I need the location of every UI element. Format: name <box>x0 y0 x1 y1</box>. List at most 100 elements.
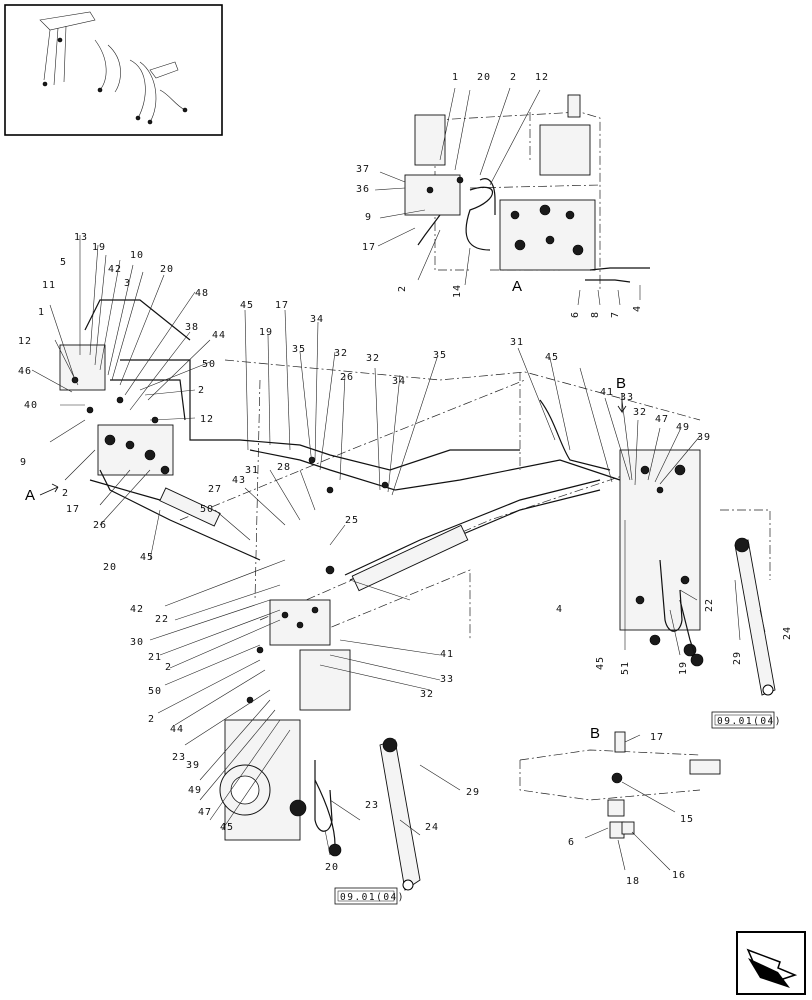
callout-31: 31 <box>510 337 524 348</box>
callout-21: 21 <box>148 652 162 663</box>
callout-32: 32 <box>366 353 380 364</box>
callout-4: 4 <box>632 305 643 312</box>
callout-29: 29 <box>732 651 743 665</box>
callout-23: 23 <box>172 752 186 763</box>
callout-38: 38 <box>185 322 199 333</box>
callout-1: 1 <box>452 72 459 83</box>
callout-40: 40 <box>24 400 38 411</box>
callout-6: 6 <box>570 311 581 318</box>
callout-32: 32 <box>420 689 434 700</box>
reference-box-bottom: 09.01(04) <box>334 887 405 905</box>
callout-51: 51 <box>620 661 631 675</box>
callout-20: 20 <box>325 862 339 873</box>
callout-2: 2 <box>510 72 517 83</box>
callout-3: 3 <box>124 278 131 289</box>
thumbnail-inset <box>4 4 223 136</box>
callout-45: 45 <box>220 822 234 833</box>
detail-a: 1 20 2 12 37 36 9 17 2 14 6 8 7 4 A <box>356 72 650 318</box>
next-page-arrow-icon[interactable] <box>736 931 806 995</box>
callout-50: 50 <box>148 686 162 697</box>
callout-11: 11 <box>42 280 56 291</box>
callout-23: 23 <box>365 800 379 811</box>
callout-48: 48 <box>195 288 209 299</box>
callout-17: 17 <box>650 732 664 743</box>
callout-15: 15 <box>680 814 694 825</box>
callout-27: 27 <box>208 484 222 495</box>
callout-13: 13 <box>74 232 88 243</box>
callout-26: 26 <box>93 520 107 531</box>
callout-2: 2 <box>62 488 69 499</box>
main-assembly: 13 19 10 5 42 3 20 11 48 1 38 12 44 46 5… <box>18 232 793 905</box>
callout-45: 45 <box>240 300 254 311</box>
callout-17: 17 <box>66 504 80 515</box>
callout-34: 34 <box>392 376 406 387</box>
callout-9: 9 <box>20 457 27 468</box>
callout-1: 1 <box>38 307 45 318</box>
callout-20: 20 <box>477 72 491 83</box>
view-label-b-arrow: B <box>616 375 626 392</box>
callout-35: 35 <box>433 350 447 361</box>
callout-2: 2 <box>165 662 172 673</box>
callout-4: 4 <box>556 604 563 615</box>
callout-24: 24 <box>782 626 793 640</box>
callout-25: 25 <box>345 515 359 526</box>
view-label-b-detail: B <box>590 725 600 742</box>
reference-box-right: 09.01(04) <box>711 711 782 729</box>
callout-19: 19 <box>678 661 689 675</box>
callout-9: 9 <box>365 212 372 223</box>
callout-39: 39 <box>186 760 200 771</box>
callout-10: 10 <box>130 250 144 261</box>
callout-28: 28 <box>277 462 291 473</box>
callout-8: 8 <box>590 311 601 318</box>
detail-b: B 17 15 6 16 18 <box>519 725 721 887</box>
callout-46: 46 <box>18 366 32 377</box>
callout-32: 32 <box>334 348 348 359</box>
callout-16: 16 <box>672 870 686 881</box>
callout-2: 2 <box>148 714 155 725</box>
callout-7: 7 <box>610 311 621 318</box>
callout-45: 45 <box>140 552 154 563</box>
callout-22: 22 <box>704 598 715 612</box>
reference-bottom: 09.01(04) <box>340 892 405 903</box>
callout-26: 26 <box>340 372 354 383</box>
callout-22: 22 <box>155 614 169 625</box>
callout-12: 12 <box>535 72 549 83</box>
callout-32: 32 <box>633 407 647 418</box>
callout-14: 14 <box>452 284 463 298</box>
callout-41: 41 <box>440 649 454 660</box>
callout-44: 44 <box>212 330 226 341</box>
callout-20: 20 <box>160 264 174 275</box>
callout-47: 47 <box>198 807 212 818</box>
callout-34: 34 <box>310 314 324 325</box>
callout-17: 17 <box>275 300 289 311</box>
callout-37: 37 <box>356 164 370 175</box>
callout-42: 42 <box>108 264 122 275</box>
callout-6: 6 <box>568 837 575 848</box>
callout-45: 45 <box>595 656 606 670</box>
callout-19: 19 <box>259 327 273 338</box>
callout-30: 30 <box>130 637 144 648</box>
callout-50: 50 <box>200 504 214 515</box>
callout-50: 50 <box>202 359 216 370</box>
callout-2: 2 <box>198 385 205 396</box>
callout-42: 42 <box>130 604 144 615</box>
callout-33: 33 <box>440 674 454 685</box>
callout-17: 17 <box>362 242 376 253</box>
callout-19: 19 <box>92 242 106 253</box>
callout-39: 39 <box>697 432 711 443</box>
view-label-a-detail: A <box>512 278 522 295</box>
callout-35: 35 <box>292 344 306 355</box>
callout-36: 36 <box>356 184 370 195</box>
callout-29: 29 <box>466 787 480 798</box>
reference-right: 09.01(04) <box>717 716 782 727</box>
callout-31: 31 <box>245 465 259 476</box>
callout-45: 45 <box>545 352 559 363</box>
view-label-a-arrow: A <box>25 487 35 504</box>
callout-41: 41 <box>600 387 614 398</box>
callout-49: 49 <box>676 422 690 433</box>
callout-24: 24 <box>425 822 439 833</box>
callout-49: 49 <box>188 785 202 796</box>
view-b-arrow-icon <box>617 393 627 414</box>
callout-5: 5 <box>60 257 67 268</box>
